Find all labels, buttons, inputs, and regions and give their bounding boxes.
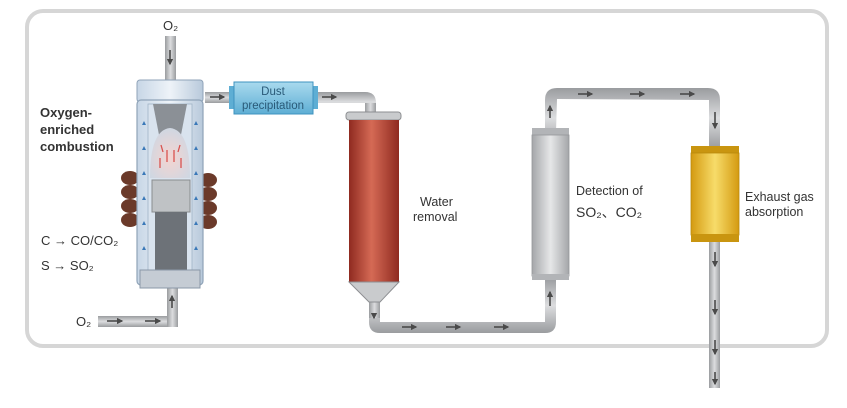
induction-coil-left <box>121 171 139 227</box>
water-label-line1: Water <box>420 195 453 209</box>
pipe-detector-to-absorber <box>545 88 720 148</box>
reaction-carbon-label: C → CO/CO₂ <box>41 233 118 248</box>
combustion-furnace <box>121 79 217 289</box>
exhaust-absorber <box>690 146 740 242</box>
water-label-line2: removal <box>413 210 457 224</box>
combustion-label-line2: enriched <box>40 122 94 137</box>
water-removal-column <box>345 111 402 303</box>
dust-precipitator <box>229 81 318 115</box>
dust-label-line2: precipitation <box>242 100 304 112</box>
o2-bottom-label: O₂ <box>76 314 91 329</box>
combustion-label-line3: combustion <box>40 139 114 154</box>
o2-top-label: O₂ <box>163 18 178 33</box>
crucible <box>151 179 191 213</box>
gas-detector <box>531 128 570 280</box>
dust-label-line1: Dust <box>261 86 285 98</box>
flow-arrows <box>107 50 719 386</box>
detection-label-line1: Detection of <box>576 184 643 198</box>
o2-bottom-inlet-pipe <box>98 316 178 327</box>
pipe-water-to-detector <box>369 278 556 333</box>
reaction-sulfur-label: S → SO₂ <box>41 258 94 273</box>
detection-label-line2: SO₂、CO₂ <box>576 204 642 220</box>
exhaust-label-line1: Exhaust gas <box>745 190 814 204</box>
combustion-label-line1: Oxygen- <box>40 105 92 120</box>
exhaust-label-line2: absorption <box>745 205 803 219</box>
diagram-frame <box>25 9 829 348</box>
